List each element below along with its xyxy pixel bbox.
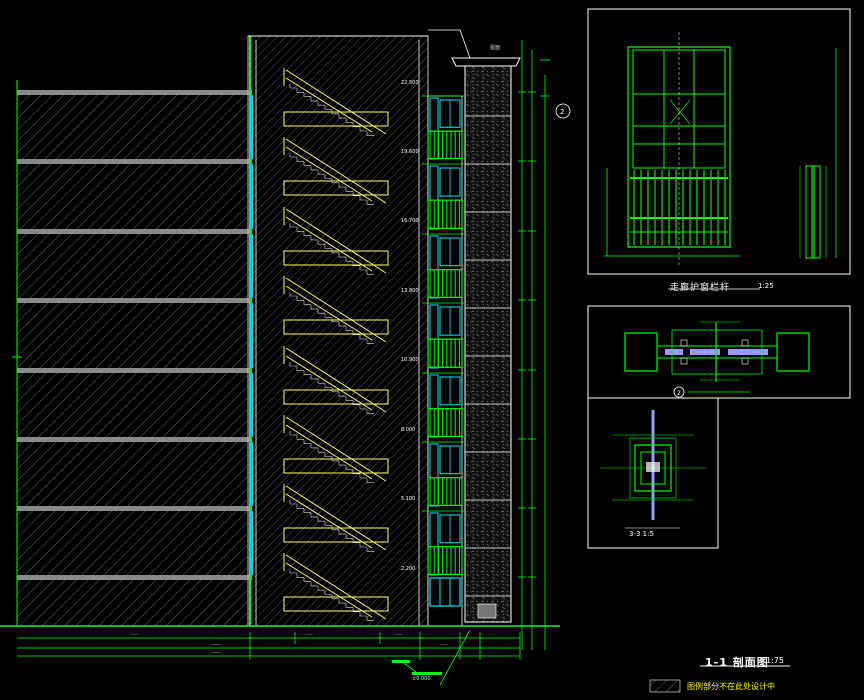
left-hatch-area	[17, 92, 247, 626]
level-label: 13.800	[401, 288, 419, 294]
detail-connection: 2	[587, 305, 851, 399]
level-label: 8.000	[401, 427, 416, 433]
ground-label: ±0.000	[412, 676, 431, 682]
level-label: 22.500	[401, 80, 419, 86]
bottom-dimensions	[17, 629, 521, 686]
main-title: 1-1 剖面图	[705, 656, 769, 669]
legend-hatch-swatch	[649, 679, 681, 693]
stone-column	[464, 61, 512, 623]
right-dimensions	[515, 40, 555, 650]
facade-windows	[422, 95, 464, 576]
floor-slabs	[17, 90, 252, 580]
roof-label: 屋面	[490, 45, 501, 51]
note-text: 图例部分不在此处设计中	[687, 682, 775, 691]
svg-text:2: 2	[560, 108, 564, 116]
left-glass-strips	[250, 95, 253, 575]
svg-text:———: ———	[210, 650, 222, 655]
svg-text:——: ——	[130, 632, 138, 637]
svg-text:———: ———	[210, 642, 222, 647]
stair-flights	[283, 68, 389, 621]
section-1-1: 2 —— ——— ——— —— —— ——	[0, 29, 571, 686]
detail-window-railing	[587, 8, 851, 290]
detail-c-title: 3-3 1:5	[629, 530, 654, 538]
main-scale: 1:75	[766, 656, 784, 665]
level-label: 10.900	[401, 357, 419, 363]
level-label: 19.600	[401, 149, 419, 155]
level-label: 16.700	[401, 218, 419, 224]
detail-3-3	[587, 397, 719, 549]
detail-b-title: 走廊护窗栏杆	[670, 283, 731, 293]
svg-text:——: ——	[395, 632, 403, 637]
level-label: 2.200	[401, 566, 416, 572]
svg-text:2: 2	[677, 390, 681, 397]
detail-b-scale: 1:25	[758, 282, 774, 290]
level-label: 5.100	[401, 496, 416, 502]
svg-text:——: ——	[305, 632, 313, 637]
svg-text:——: ——	[440, 642, 448, 647]
stair-core	[247, 35, 429, 627]
